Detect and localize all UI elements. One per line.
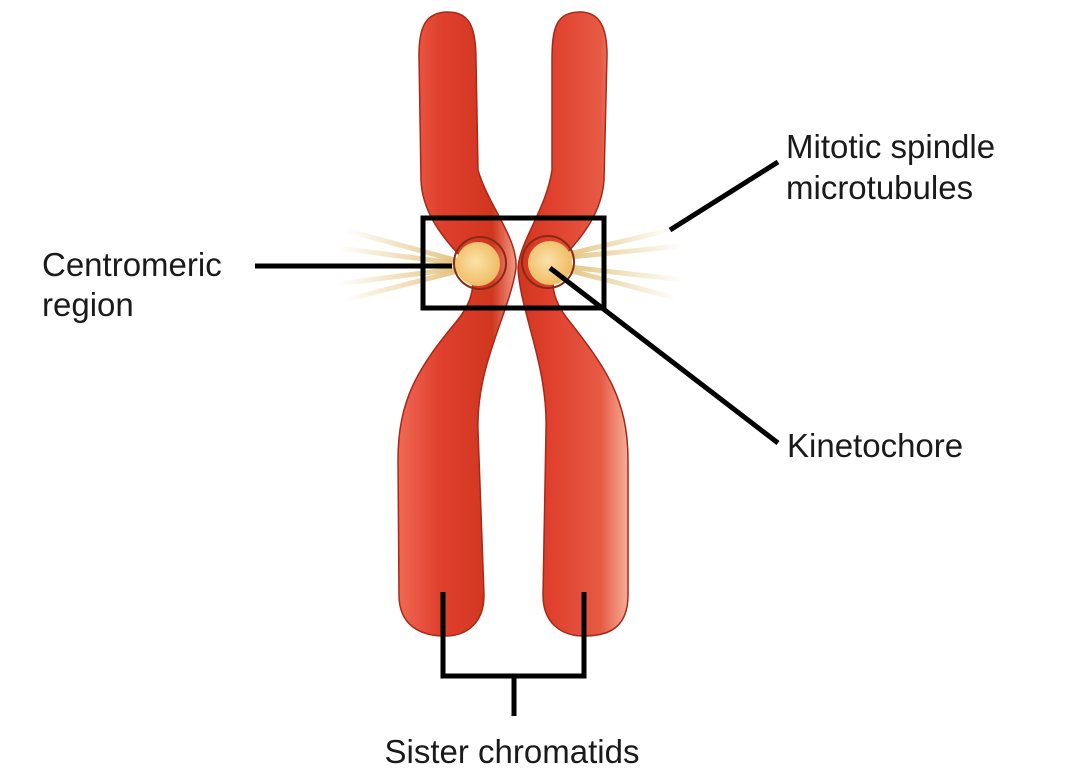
- microtubules-right: [557, 227, 687, 301]
- chromatid-left: [397, 11, 517, 637]
- sister-chromatids-label: Sister chromatids: [385, 733, 640, 770]
- centromeric-region-box: [420, 215, 607, 311]
- kinetochore-label: Kinetochore: [787, 427, 963, 464]
- kinetochore-left: [453, 236, 507, 290]
- mitotic-spindle-pointer: [668, 159, 780, 233]
- kinetochore-pointer: [548, 266, 780, 445]
- centromeric-region-label: Centromeric region: [42, 246, 231, 323]
- chromatid-right: [517, 11, 629, 637]
- sister-chromatids-bracket: [440, 592, 587, 716]
- mitotic-spindle-label: Mitotic spindle microtubules: [786, 128, 1004, 206]
